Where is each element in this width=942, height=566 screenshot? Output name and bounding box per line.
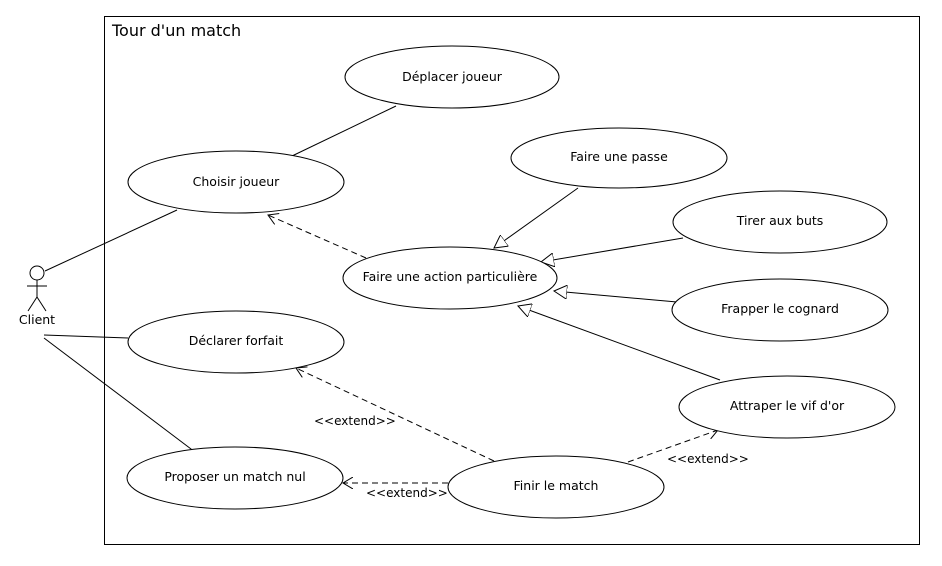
actor-right-leg [36,296,47,312]
assoc-client-nul [43,337,196,453]
extend-finir-forfait [296,368,495,462]
extend-finir-attraper [627,430,718,463]
actor-client: Client [19,265,55,327]
extend-label-nul: <<extend>> [366,486,448,500]
actor-head [29,265,45,281]
use-case-label: Faire une passe [570,149,668,164]
use-case-finir-le-match: Finir le match [447,455,665,519]
use-case-attraper-le-vif-dor: Attraper le vif d'or [678,375,896,439]
gen-attraper-action [518,306,721,381]
use-case-proposer-un-match-nul: Proposer un match nul [126,446,344,510]
actor-left-leg [27,296,38,312]
system-title: Tour d'un match [111,21,241,40]
dep-action-choisir [268,215,367,259]
actor-label: Client [19,312,55,327]
use-case-label: Faire une action particulière [363,269,538,284]
gen-frapper-action [554,291,678,303]
assoc-client-forfait [43,334,129,339]
use-case-declarer-forfait: Déclarer forfait [127,310,345,374]
use-case-frapper-le-cognard: Frapper le cognard [671,278,889,342]
use-case-deplacer-joueur: Déplacer joueur [344,45,560,109]
extend-label-attraper: <<extend>> [667,452,749,466]
gen-tirer-action [541,237,684,262]
gen-passe-action [494,187,579,248]
use-case-tirer-aux-buts: Tirer aux buts [672,190,888,254]
use-case-label: Tirer aux buts [736,213,824,228]
assoc-client-choisir [44,209,178,272]
use-case-label: Finir le match [514,478,599,493]
use-case-choisir-joueur: Choisir joueur [127,150,345,214]
use-case-label: Déplacer joueur [402,69,503,84]
use-case-label: Frapper le cognard [721,301,839,316]
use-case-label: Déclarer forfait [189,333,284,348]
use-case-label: Proposer un match nul [164,469,305,484]
use-case-faire-une-action-particuliere: Faire une action particulière [342,246,558,310]
assoc-choisir-deplacer [291,105,397,157]
use-case-label: Choisir joueur [193,174,281,189]
use-case-label: Attraper le vif d'or [730,398,845,413]
use-case-faire-une-passe: Faire une passe [510,127,728,189]
extend-label-forfait: <<extend>> [314,414,396,428]
